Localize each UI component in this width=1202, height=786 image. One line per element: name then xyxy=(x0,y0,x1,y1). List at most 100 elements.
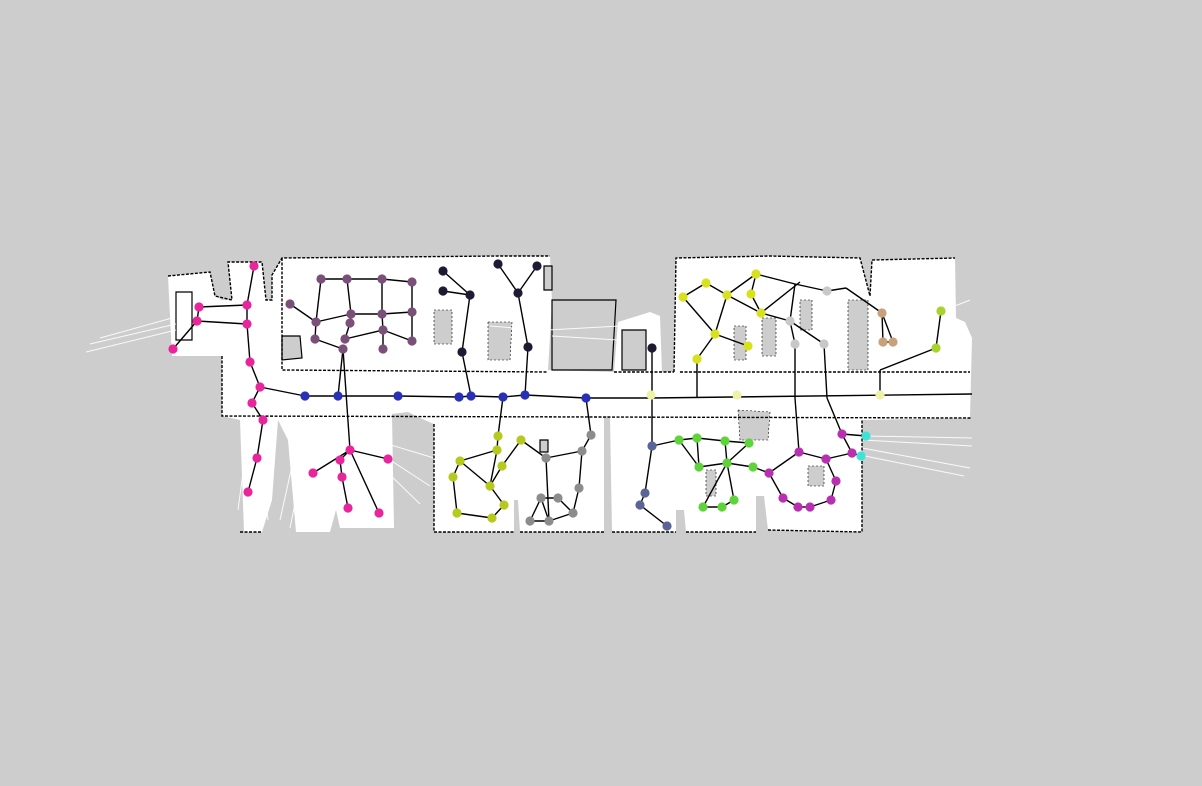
graph-node-tan xyxy=(888,337,897,346)
graph-node-slate xyxy=(635,500,644,509)
graph-node-dark-navy xyxy=(523,342,532,351)
graph-node-lime xyxy=(931,343,940,352)
graph-node-yellow xyxy=(678,292,687,301)
graph-node-green xyxy=(692,433,701,442)
graph-node-mauve xyxy=(345,318,354,327)
graph-node-green xyxy=(717,502,726,511)
graph-node-slate xyxy=(640,488,649,497)
graph-node-gray xyxy=(536,493,545,502)
graph-node-magenta xyxy=(793,502,802,511)
graph-node-olive-yellow xyxy=(516,435,525,444)
graph-node-hot-pink xyxy=(192,316,201,325)
graph-node-dark-navy xyxy=(513,288,522,297)
graph-edge xyxy=(398,396,459,397)
graph-node-blue xyxy=(393,391,402,400)
graph-node-olive-yellow xyxy=(499,500,508,509)
graph-node-olive-yellow xyxy=(448,472,457,481)
graph-node-gray xyxy=(574,483,583,492)
graph-node-mauve xyxy=(342,274,351,283)
graph-node-yellow xyxy=(710,329,719,338)
graph-node-yellow xyxy=(756,308,765,317)
graph-node-pale-yellow xyxy=(875,390,884,399)
graph-node-green xyxy=(729,495,738,504)
graph-node-olive-yellow xyxy=(493,431,502,440)
graph-node-hot-pink xyxy=(374,508,383,517)
graph-node-hot-pink xyxy=(168,344,177,353)
graph-node-mauve xyxy=(377,274,386,283)
graph-node-green xyxy=(698,502,707,511)
graph-node-hot-pink xyxy=(249,261,258,270)
graph-node-magenta xyxy=(805,502,814,511)
graph-node-mauve xyxy=(340,334,349,343)
graph-node-cyan xyxy=(861,431,870,440)
graph-node-light-gray xyxy=(785,316,794,325)
graph-node-hot-pink xyxy=(194,302,203,311)
graph-node-pale-yellow xyxy=(732,390,741,399)
graph-node-tan xyxy=(877,308,886,317)
graph-node-hot-pink xyxy=(245,357,254,366)
free-space-area xyxy=(168,256,972,532)
graph-node-mauve xyxy=(338,344,347,353)
graph-node-mauve xyxy=(407,307,416,316)
graph-node-mauve xyxy=(407,277,416,286)
graph-node-magenta xyxy=(826,495,835,504)
graph-node-hot-pink xyxy=(337,472,346,481)
graph-node-hot-pink xyxy=(243,487,252,496)
graph-node-lime xyxy=(936,306,945,315)
graph-node-magenta xyxy=(821,454,830,463)
graph-node-slate xyxy=(647,441,656,450)
graph-node-magenta xyxy=(831,476,840,485)
graph-node-mauve xyxy=(378,325,387,334)
graph-node-magenta xyxy=(837,429,846,438)
graph-node-mauve xyxy=(378,344,387,353)
graph-node-mauve xyxy=(407,336,416,345)
graph-node-magenta xyxy=(778,493,787,502)
graph-node-gray xyxy=(586,430,595,439)
graph-node-hot-pink xyxy=(383,454,392,463)
graph-node-hot-pink xyxy=(242,319,251,328)
graph-node-hot-pink xyxy=(335,455,344,464)
graph-node-mauve xyxy=(311,317,320,326)
graph-node-yellow xyxy=(701,278,710,287)
graph-node-magenta xyxy=(764,468,773,477)
graph-node-green xyxy=(722,458,731,467)
graph-node-olive-yellow xyxy=(492,445,501,454)
graph-node-hot-pink xyxy=(252,453,261,462)
graph-node-blue xyxy=(498,392,507,401)
graph-node-blue xyxy=(333,391,342,400)
graph-node-slate xyxy=(662,521,671,530)
graph-node-gray xyxy=(577,446,586,455)
graph-node-mauve xyxy=(285,299,294,308)
graph-node-light-gray xyxy=(790,339,799,348)
graph-node-olive-yellow xyxy=(485,481,494,490)
graph-node-green xyxy=(748,462,757,471)
graph-node-dark-navy xyxy=(647,343,656,352)
graph-node-gray xyxy=(541,453,550,462)
graph-node-olive-yellow xyxy=(452,508,461,517)
graph-node-gray xyxy=(525,516,534,525)
graph-node-cyan xyxy=(856,451,865,460)
graph-node-olive-yellow xyxy=(455,456,464,465)
graph-node-mauve xyxy=(316,274,325,283)
graph-node-tan xyxy=(878,337,887,346)
graph-node-mauve xyxy=(310,334,319,343)
graph-node-green xyxy=(720,436,729,445)
graph-node-gray xyxy=(553,493,562,502)
graph-node-hot-pink xyxy=(258,415,267,424)
graph-node-dark-navy xyxy=(465,290,474,299)
graph-node-light-gray xyxy=(822,286,831,295)
graph-node-olive-yellow xyxy=(487,513,496,522)
graph-node-magenta xyxy=(794,447,803,456)
graph-node-blue xyxy=(466,391,475,400)
graph-node-mauve xyxy=(377,309,386,318)
graph-node-magenta xyxy=(847,448,856,457)
graph-node-blue xyxy=(520,390,529,399)
graph-node-blue xyxy=(454,392,463,401)
graph-node-dark-navy xyxy=(493,259,502,268)
graph-node-blue xyxy=(300,391,309,400)
graph-node-hot-pink xyxy=(247,398,256,407)
graph-node-pale-yellow xyxy=(646,390,655,399)
graph-node-dark-navy xyxy=(457,347,466,356)
graph-node-yellow xyxy=(746,289,755,298)
